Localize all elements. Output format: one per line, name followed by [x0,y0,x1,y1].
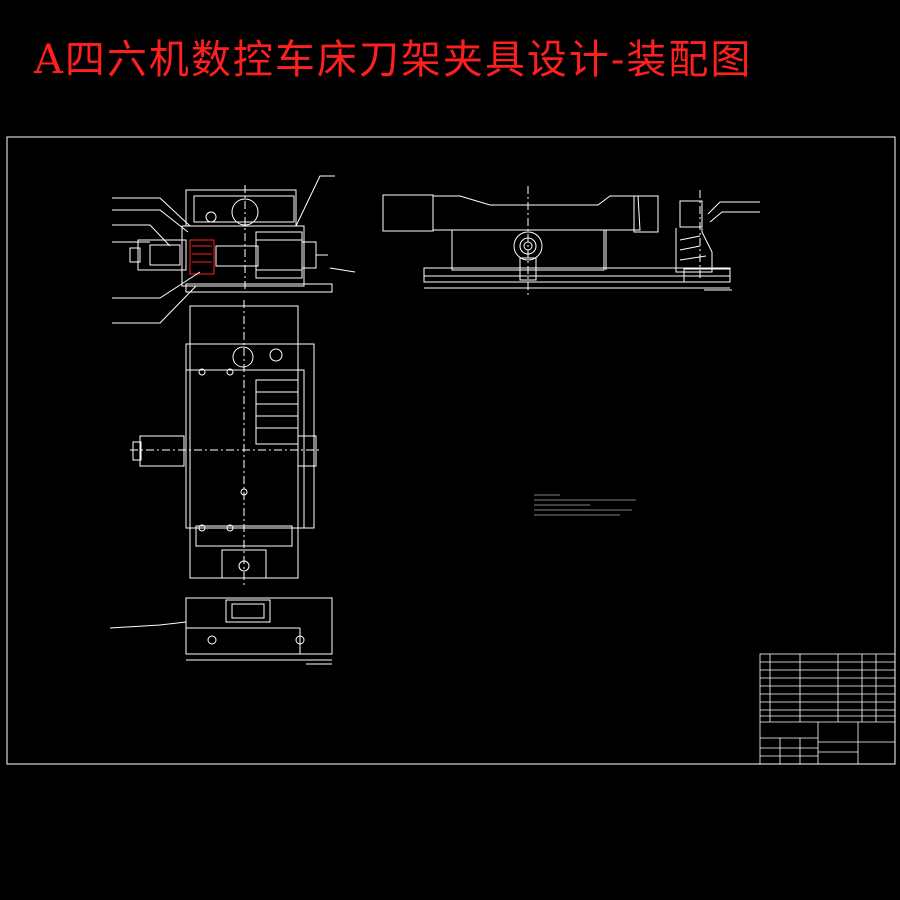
right-detail-view [675,190,760,291]
front-section-view [112,175,356,324]
side-view [382,186,731,296]
title-block [759,653,896,765]
bottom-detail-view [109,597,333,665]
technical-requirements-block [534,494,636,516]
drawing-title: A四六机数控车床刀架夹具设计-装配图 [34,37,753,83]
top-view [130,300,320,585]
sheet-border [6,136,896,765]
